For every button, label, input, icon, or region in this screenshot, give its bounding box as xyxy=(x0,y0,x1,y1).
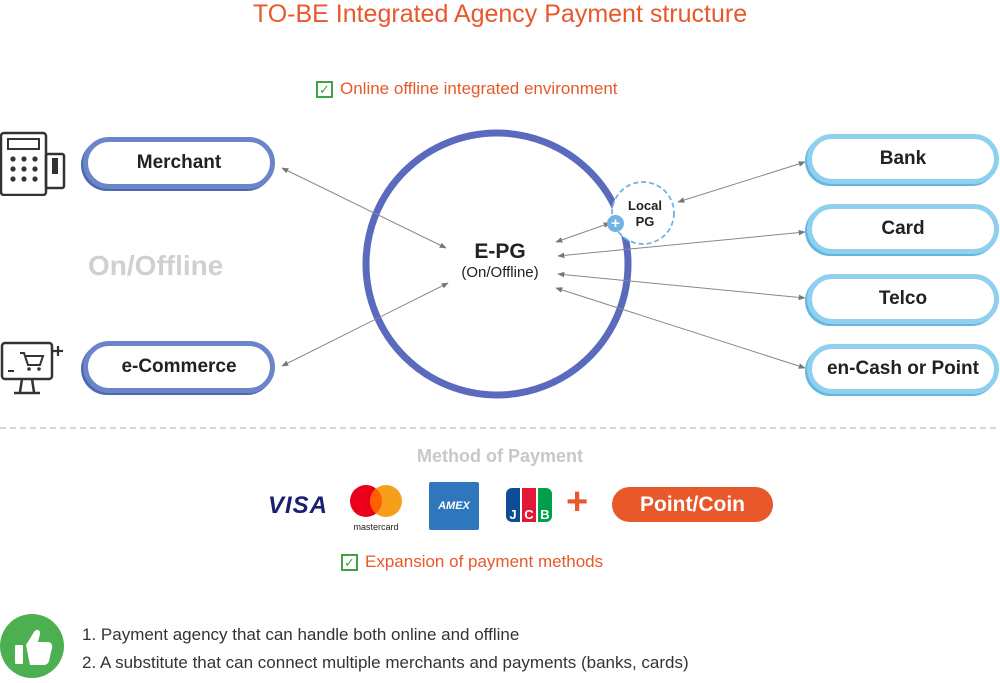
local-pg-circle xyxy=(611,181,675,245)
expansion-check-label: Expansion of payment methods xyxy=(365,552,604,571)
ecommerce-label: e-Commerce xyxy=(121,356,237,377)
card-label: Card xyxy=(881,218,925,239)
thumbs-up-icon xyxy=(0,614,64,678)
bank-node: Bank xyxy=(807,134,999,184)
check-icon: ✓ xyxy=(316,80,333,98)
epg-sub: (On/Offline) xyxy=(461,264,539,281)
method-of-payment-title: Method of Payment xyxy=(416,446,583,466)
environment-check-label: Online offline integrated environment xyxy=(340,79,618,98)
note-2: 2. A substitute that can connect multipl… xyxy=(82,653,689,672)
telco-label: Telco xyxy=(878,288,928,309)
merchant-node: Merchant xyxy=(83,137,275,189)
ecash-label: en-Cash or Point xyxy=(826,358,979,379)
payment-plus: + xyxy=(566,481,589,523)
jcb-logo: J C B xyxy=(506,488,552,522)
local-pg-line2: PG xyxy=(635,214,655,229)
mastercard-logo: mastercard xyxy=(344,484,408,532)
local-pg-line1: Local xyxy=(628,198,662,213)
shopping-cart-monitor-icon xyxy=(0,338,66,396)
ecash-arrow xyxy=(555,287,806,369)
local-pg-plus-icon: + xyxy=(607,215,624,232)
epg-circle xyxy=(362,129,632,399)
visa-logo: VISA xyxy=(268,492,329,519)
mastercard-label: mastercard xyxy=(353,522,399,532)
page-title: TO-BE Integrated Agency Payment structur… xyxy=(252,0,748,28)
jcb-letter-j: J xyxy=(506,488,520,522)
pos-terminal-icon xyxy=(0,130,68,197)
telco-node: Telco xyxy=(807,274,999,324)
merchant-arrow xyxy=(281,167,447,249)
amex-logo: AMEX xyxy=(429,482,479,530)
merchant-label: Merchant xyxy=(136,152,222,173)
point-coin-badge: Point/Coin xyxy=(612,487,773,522)
check-icon: ✓ xyxy=(341,553,358,571)
telco-arrow xyxy=(557,271,806,301)
epg-center: E-PG (On/Offline) xyxy=(430,240,570,281)
ecommerce-node: e-Commerce xyxy=(83,341,275,393)
bank-label: Bank xyxy=(879,148,927,169)
jcb-letter-b: B xyxy=(538,488,552,522)
epg-name: E-PG xyxy=(474,240,526,263)
card-arrow xyxy=(557,229,806,259)
expansion-check: ✓ Expansion of payment methods xyxy=(341,552,603,572)
note-1: 1. Payment agency that can handle both o… xyxy=(82,625,520,644)
jcb-letter-c: C xyxy=(522,488,536,522)
card-node: Card xyxy=(807,204,999,254)
local-pg: Local PG xyxy=(612,198,674,230)
environment-check: ✓ Online offline integrated environment xyxy=(316,79,618,99)
bank-arrow xyxy=(677,161,806,203)
ecash-node: en-Cash or Point xyxy=(807,344,999,394)
ecommerce-arrow xyxy=(281,282,449,367)
onoff-label: On/Offline xyxy=(88,250,224,281)
